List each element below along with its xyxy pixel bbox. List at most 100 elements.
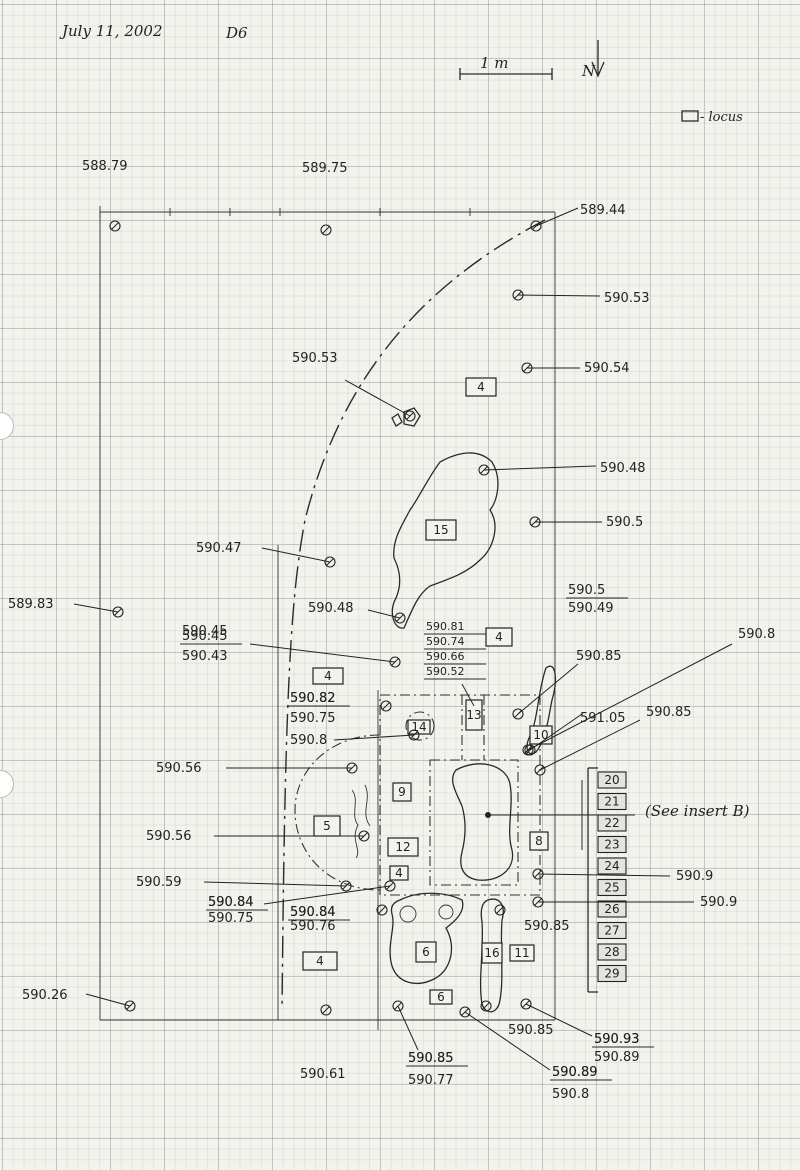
elevation-label: 590.43	[182, 649, 228, 664]
scale-bar: 1 m	[459, 54, 553, 80]
locus-28-box: 28	[597, 943, 627, 961]
elevation-label: 590.84	[290, 905, 336, 920]
locus-4-box: 4	[465, 377, 497, 397]
square-outline	[99, 206, 556, 1030]
structure-outline	[379, 694, 541, 896]
locus-22-box: 22	[597, 814, 627, 832]
elevation-label: 590.61	[300, 1067, 346, 1082]
survey-point: 590.48	[478, 461, 646, 476]
elevation-label: 590.84	[208, 895, 254, 910]
svg-text:8: 8	[535, 834, 543, 848]
survey-point: 590.5	[529, 515, 643, 530]
survey-point: 590.48	[308, 601, 406, 624]
svg-text:6: 6	[437, 990, 445, 1004]
elevation-label: 590.82	[290, 691, 336, 706]
locus-6-outline	[389, 892, 464, 984]
north-label: N	[581, 62, 596, 80]
locus-12-box: 12	[387, 837, 419, 857]
svg-text:4: 4	[316, 954, 324, 968]
svg-text:24: 24	[604, 859, 619, 873]
legend: - locus	[681, 110, 743, 125]
elevation-label: 590.85	[524, 919, 570, 934]
elevation-label: 590.53	[604, 291, 650, 306]
square-label: D6	[225, 24, 248, 42]
elevation-label: 590.85	[508, 1023, 554, 1038]
svg-text:26: 26	[604, 902, 619, 916]
elevation-label: 590.8	[552, 1087, 589, 1102]
elevation-label: 590.85	[576, 649, 622, 664]
survey-point: 589.44	[530, 203, 626, 232]
elevation-label: 590.8	[738, 627, 775, 642]
survey-point: 590.9	[532, 895, 737, 910]
survey-point: 590.93	[520, 998, 640, 1047]
survey-point: 590.56	[146, 829, 370, 844]
elevation-label: 590.84	[290, 905, 336, 920]
svg-text:4: 4	[324, 669, 332, 683]
svg-text:29: 29	[604, 967, 619, 981]
elevation-label: 590.48	[308, 601, 354, 616]
svg-text:28: 28	[604, 945, 619, 959]
locus-6-box: 6	[429, 989, 453, 1005]
svg-text:13: 13	[466, 708, 481, 722]
locus-14-box: 14	[407, 719, 431, 735]
elevation-label: 590.89	[552, 1065, 598, 1080]
elevation-label: 590.54	[584, 361, 630, 376]
survey-point: 590.54	[521, 361, 630, 376]
survey-point: 590.85	[494, 904, 570, 934]
locus-9-box: 9	[392, 782, 412, 802]
svg-text:4: 4	[477, 380, 485, 394]
locus-11-box: 11	[509, 944, 535, 962]
elevation-label: 589.83	[8, 597, 54, 612]
svg-text:16: 16	[484, 946, 499, 960]
elevation-label: 590.26	[22, 988, 68, 1003]
locus-10-box: 10	[529, 725, 553, 745]
svg-text:4: 4	[495, 630, 503, 644]
locus-4-box: 4	[302, 951, 338, 971]
elevation-label: 590.93	[594, 1032, 640, 1047]
elevation-label: 590.9	[676, 869, 713, 884]
locus-16-box: 16	[481, 942, 503, 964]
survey-point: 590.56	[156, 761, 358, 776]
legend-label: - locus	[700, 110, 743, 125]
svg-text:10: 10	[533, 728, 548, 742]
elevation-label: 590.56	[146, 829, 192, 844]
elevation-label: 590.49	[568, 601, 614, 616]
survey-point: 588.79	[82, 159, 128, 232]
svg-text:6: 6	[422, 945, 430, 959]
elevation-label: 590.85	[408, 1051, 454, 1066]
locus-16-outline	[479, 898, 504, 1013]
survey-point: 590.84	[208, 880, 396, 910]
survey-point: 590.85	[392, 1000, 454, 1066]
elevation-label: 590.85	[408, 1051, 454, 1066]
locus-20-box: 20	[597, 771, 627, 789]
elevation-label: 590.93	[594, 1032, 640, 1047]
svg-text:15: 15	[433, 523, 448, 537]
locus-25-box: 25	[597, 878, 627, 897]
locus-14-outline	[405, 711, 435, 741]
locus-8-box: 8	[529, 831, 549, 851]
elevation-label: 590.89	[594, 1050, 640, 1065]
svg-text:5: 5	[323, 819, 331, 833]
survey-point: 589.75	[302, 161, 348, 236]
locus-box-icon	[681, 110, 699, 122]
date-label: July 11, 2002	[59, 22, 163, 40]
elevation-label: 590.45	[182, 629, 228, 644]
survey-point: 591.05	[524, 711, 626, 756]
svg-text:9: 9	[398, 785, 406, 799]
elevation-label: 590.66	[426, 650, 465, 663]
elevation-stack: 590.93 590.89	[592, 1032, 654, 1065]
locus-23-box: 23	[597, 835, 627, 854]
survey-point: 590.85	[512, 649, 622, 720]
survey-point: 590.8	[522, 627, 775, 756]
locus-4-box: 4	[389, 865, 409, 881]
elevation-label: 589.44	[580, 203, 626, 218]
elevation-label: 590.81	[426, 620, 465, 633]
locus-29-box: 29	[597, 964, 627, 983]
svg-text:12: 12	[395, 840, 410, 854]
svg-text:20: 20	[604, 773, 619, 787]
elevation-label: 590.53	[292, 351, 338, 366]
